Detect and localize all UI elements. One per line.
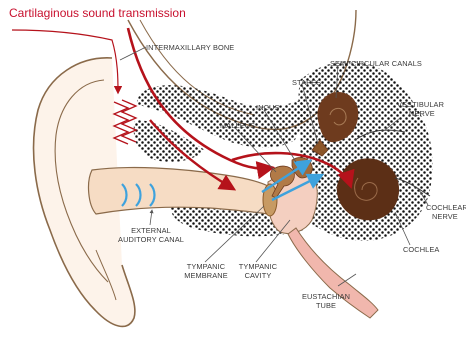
label-semicircular-canals: SEMI-CIRCULAR CANALS (330, 60, 422, 69)
label-stapes: STAPES (292, 79, 321, 88)
label-intermaxillary-bone: INTERMAXILLARY BONE (146, 44, 234, 53)
label-external-auditory-canal: EXTERNAL AUDITORY CANAL (95, 227, 207, 244)
diagram-title: Cartilaginous sound transmission (9, 6, 186, 20)
label-tympanic-cavity: TYMPANIC CAVITY (230, 263, 286, 280)
label-malleus: MALLEUS (220, 122, 255, 131)
label-vestibular-nerve-line2: NERVE (397, 110, 444, 119)
label-external-canal-line2: AUDITORY CANAL (95, 236, 207, 245)
label-tympanic-membrane-line2: MEMBRANE (178, 272, 234, 281)
label-tympanic-membrane: TYMPANIC MEMBRANE (178, 263, 234, 280)
label-eustachian-tube: EUSTACHIAN TUBE (294, 293, 358, 310)
label-cochlea: COCHLEA (403, 246, 439, 255)
label-cochlear-nerve: COCHLEAR NERVE (426, 204, 466, 221)
label-cochlear-nerve-line2: NERVE (426, 213, 466, 222)
label-vestibular-nerve: VESTIBULAR NERVE (397, 101, 444, 118)
label-tympanic-cavity-line2: CAVITY (230, 272, 286, 281)
external-auditory-canal (89, 168, 268, 214)
leader-external-canal (150, 210, 152, 225)
label-incus: INCUS (256, 104, 280, 113)
label-eustachian-tube-line2: TUBE (294, 302, 358, 311)
